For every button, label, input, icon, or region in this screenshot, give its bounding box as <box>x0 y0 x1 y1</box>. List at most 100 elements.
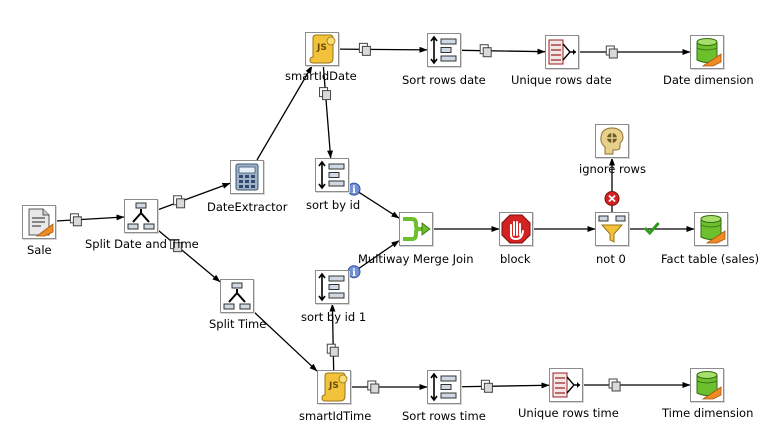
calculator-icon <box>235 163 259 191</box>
step-block[interactable] <box>499 212 533 246</box>
step-sort-by-id-1[interactable] <box>315 270 349 304</box>
step-label-sort-rows-date: Sort rows date <box>402 73 486 87</box>
split-fields-icon <box>223 282 251 310</box>
step-label-date-dimension: Date dimension <box>663 73 754 87</box>
copy-rows-icon <box>479 44 492 58</box>
copy-page-front <box>611 381 621 392</box>
copy-rows-icon <box>326 343 339 357</box>
step-label-smart-id-time: smartIdTime <box>299 409 372 423</box>
sort-rows-icon <box>318 160 345 190</box>
copy-rows-icon <box>170 239 183 253</box>
table-output-icon <box>700 215 726 244</box>
step-unique-rows-time[interactable] <box>549 368 583 402</box>
step-not-0[interactable] <box>595 212 629 246</box>
false-cross <box>608 194 616 203</box>
step-label-unique-rows-time: Unique rows time <box>518 406 619 420</box>
step-label-smart-id-date: smartIdDate <box>285 69 357 83</box>
copy-page-front <box>322 90 332 101</box>
step-label-date-extractor: DateExtractor <box>207 200 288 214</box>
step-label-time-dimension: Time dimension <box>662 406 754 420</box>
step-label-sort-by-id: sort by id <box>306 198 361 212</box>
step-unique-rows-date[interactable] <box>545 35 579 69</box>
step-date-extractor[interactable] <box>230 160 264 194</box>
block-stop-icon <box>501 214 531 244</box>
copy-rows-icon <box>367 380 380 394</box>
step-multiway-merge-join[interactable] <box>399 212 433 246</box>
hop-smart-id-date-to-sort-by-id <box>322 65 334 159</box>
svg-text:JS: JS <box>328 381 339 391</box>
javascript-icon: JS <box>321 372 348 402</box>
step-label-sale: Sale <box>27 243 52 257</box>
dummy-step-icon <box>600 127 624 155</box>
step-label-not-0: not 0 <box>596 252 626 266</box>
copy-page-front <box>482 47 492 58</box>
step-label-split-date-and-time: Split Date and Time <box>85 237 199 251</box>
split-fields-icon <box>127 202 155 230</box>
svg-text:JS: JS <box>316 43 327 53</box>
step-time-dimension[interactable] <box>690 368 724 402</box>
step-split-time[interactable] <box>220 279 254 313</box>
copy-page-front <box>173 242 183 253</box>
hop-split-date-time-to-date-extractor <box>157 182 231 211</box>
step-fact-table-sales[interactable] <box>694 212 728 246</box>
copy-page-front <box>370 383 380 394</box>
copy-rows-icon <box>608 378 621 392</box>
copy-rows-icon <box>605 45 618 59</box>
step-label-block: block <box>500 252 531 266</box>
merge-join-icon <box>403 217 431 241</box>
step-label-fact-table-sales: Fact table (sales) <box>661 252 760 266</box>
step-ignore-rows[interactable] <box>595 124 629 158</box>
unique-rows-icon <box>552 372 580 398</box>
copy-page-front <box>329 346 339 357</box>
info-glyph: i <box>352 185 356 196</box>
copy-rows-icon <box>69 213 82 227</box>
step-smart-id-time[interactable]: JS <box>317 370 351 404</box>
step-label-sort-rows-time: Sort rows time <box>402 409 486 423</box>
copy-rows-icon <box>480 379 493 393</box>
copy-page-front <box>608 48 618 59</box>
step-label-sort-by-id-1: sort by id 1 <box>301 310 367 324</box>
filter-rows-icon <box>598 215 626 243</box>
hop-split-time-to-smart-id-time <box>253 311 318 372</box>
table-output-icon <box>696 38 722 67</box>
text-file-input-icon <box>28 208 54 237</box>
sort-rows-icon <box>430 35 457 65</box>
step-sale[interactable] <box>22 205 56 239</box>
true-hop-icon <box>644 222 660 236</box>
unique-rows-icon <box>548 39 576 65</box>
hop-sort-rows-time-to-unique-rows-time <box>460 382 550 389</box>
step-label-unique-rows-date: Unique rows date <box>511 73 612 87</box>
false-hop-icon <box>604 191 620 206</box>
step-label-ignore-rows: ignore rows <box>579 162 646 176</box>
copy-page-front <box>176 198 186 209</box>
table-output-icon <box>696 371 722 400</box>
step-label-multiway-merge-join: Multiway Merge Join <box>358 252 474 266</box>
step-sort-rows-date[interactable] <box>427 33 461 67</box>
copy-page-front <box>483 382 493 393</box>
step-sort-rows-time[interactable] <box>427 370 461 404</box>
copy-page-front <box>361 45 371 56</box>
javascript-icon: JS <box>309 34 336 64</box>
info-hop-icon: i <box>347 265 361 279</box>
sort-rows-icon <box>318 272 345 302</box>
copy-rows-icon <box>319 87 332 101</box>
step-smart-id-date[interactable]: JS <box>305 32 339 66</box>
sort-rows-icon <box>430 372 457 402</box>
copy-rows-icon <box>173 195 186 209</box>
copy-rows-icon <box>358 42 371 56</box>
info-hop-icon: i <box>347 182 361 196</box>
info-glyph: i <box>352 268 356 279</box>
hop-smart-id-date-to-sort-rows-date <box>338 46 428 53</box>
hop-split-date-time-to-split-time <box>157 229 221 283</box>
copy-page-front <box>72 216 82 227</box>
hop-date-extractor-to-smart-id-date <box>256 65 313 161</box>
step-label-split-time: Split Time <box>209 317 267 331</box>
step-split-date-and-time[interactable] <box>124 199 158 233</box>
hop-sort-rows-date-to-unique-rows-date <box>460 48 546 55</box>
step-sort-by-id[interactable] <box>315 158 349 192</box>
step-date-dimension[interactable] <box>690 35 724 69</box>
hop-smart-id-time-to-sort-by-id-1 <box>329 303 336 371</box>
hop-sale-to-split-date-time <box>55 214 125 222</box>
